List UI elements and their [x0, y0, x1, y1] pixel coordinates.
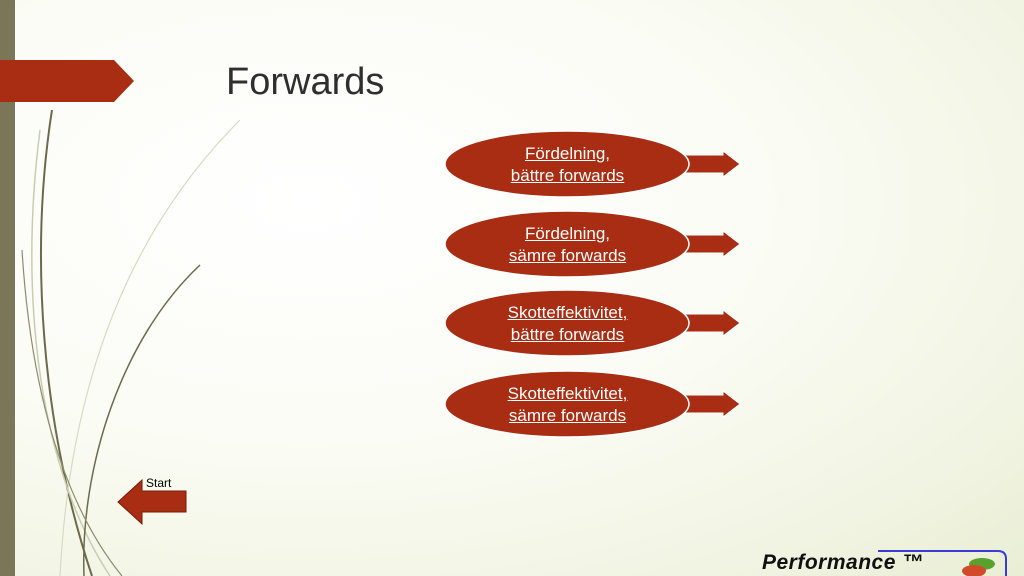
item-label-line1: Skotteffektivitet,	[507, 384, 628, 403]
item-label-line2: bättre forwards	[510, 166, 625, 185]
left-accent-bar	[0, 0, 15, 576]
nav-item-fordelning-samre[interactable]: Fördelning, sämre forwards	[441, 211, 746, 279]
ellipse-arrow-shape	[444, 211, 741, 278]
start-label: Start	[146, 476, 172, 490]
item-label: Fördelning, sämre forwards	[445, 211, 690, 279]
item-label: Skotteffektivitet, bättre forwards	[445, 290, 690, 358]
item-label: Fördelning, bättre forwards	[445, 131, 690, 199]
logo-text: Performance ™	[762, 551, 924, 574]
nav-item-skotteffektivitet-battre[interactable]: Skotteffektivitet, bättre forwards	[441, 290, 746, 358]
ellipse-arrow-shape	[444, 290, 741, 357]
back-arrow-icon	[117, 478, 187, 526]
item-label-line2: bättre forwards	[510, 325, 625, 344]
item-label-line2: sämre forwards	[508, 246, 627, 265]
ellipse-arrow-shape	[444, 131, 741, 198]
page-title: Forwards	[226, 61, 385, 103]
item-label-line1: Skotteffektivitet,	[507, 303, 628, 322]
logo-frame	[878, 550, 1007, 576]
decorative-grass-strokes	[21, 109, 241, 576]
start-button[interactable]: Start	[116, 476, 188, 526]
performance-logo: Performance ™	[740, 535, 1024, 576]
item-label-line1: Fördelning,	[524, 224, 611, 243]
item-label-line1: Fördelning,	[524, 144, 611, 163]
item-label: Skotteffektivitet, sämre forwards	[445, 371, 690, 439]
ellipse-arrow-shape	[444, 371, 741, 438]
nav-item-fordelning-battre[interactable]: Fördelning, bättre forwards	[441, 131, 746, 199]
nav-item-skotteffektivitet-samre[interactable]: Skotteffektivitet, sämre forwards	[441, 371, 746, 439]
title-accent-tab	[0, 60, 134, 102]
item-label-line2: sämre forwards	[508, 406, 627, 425]
